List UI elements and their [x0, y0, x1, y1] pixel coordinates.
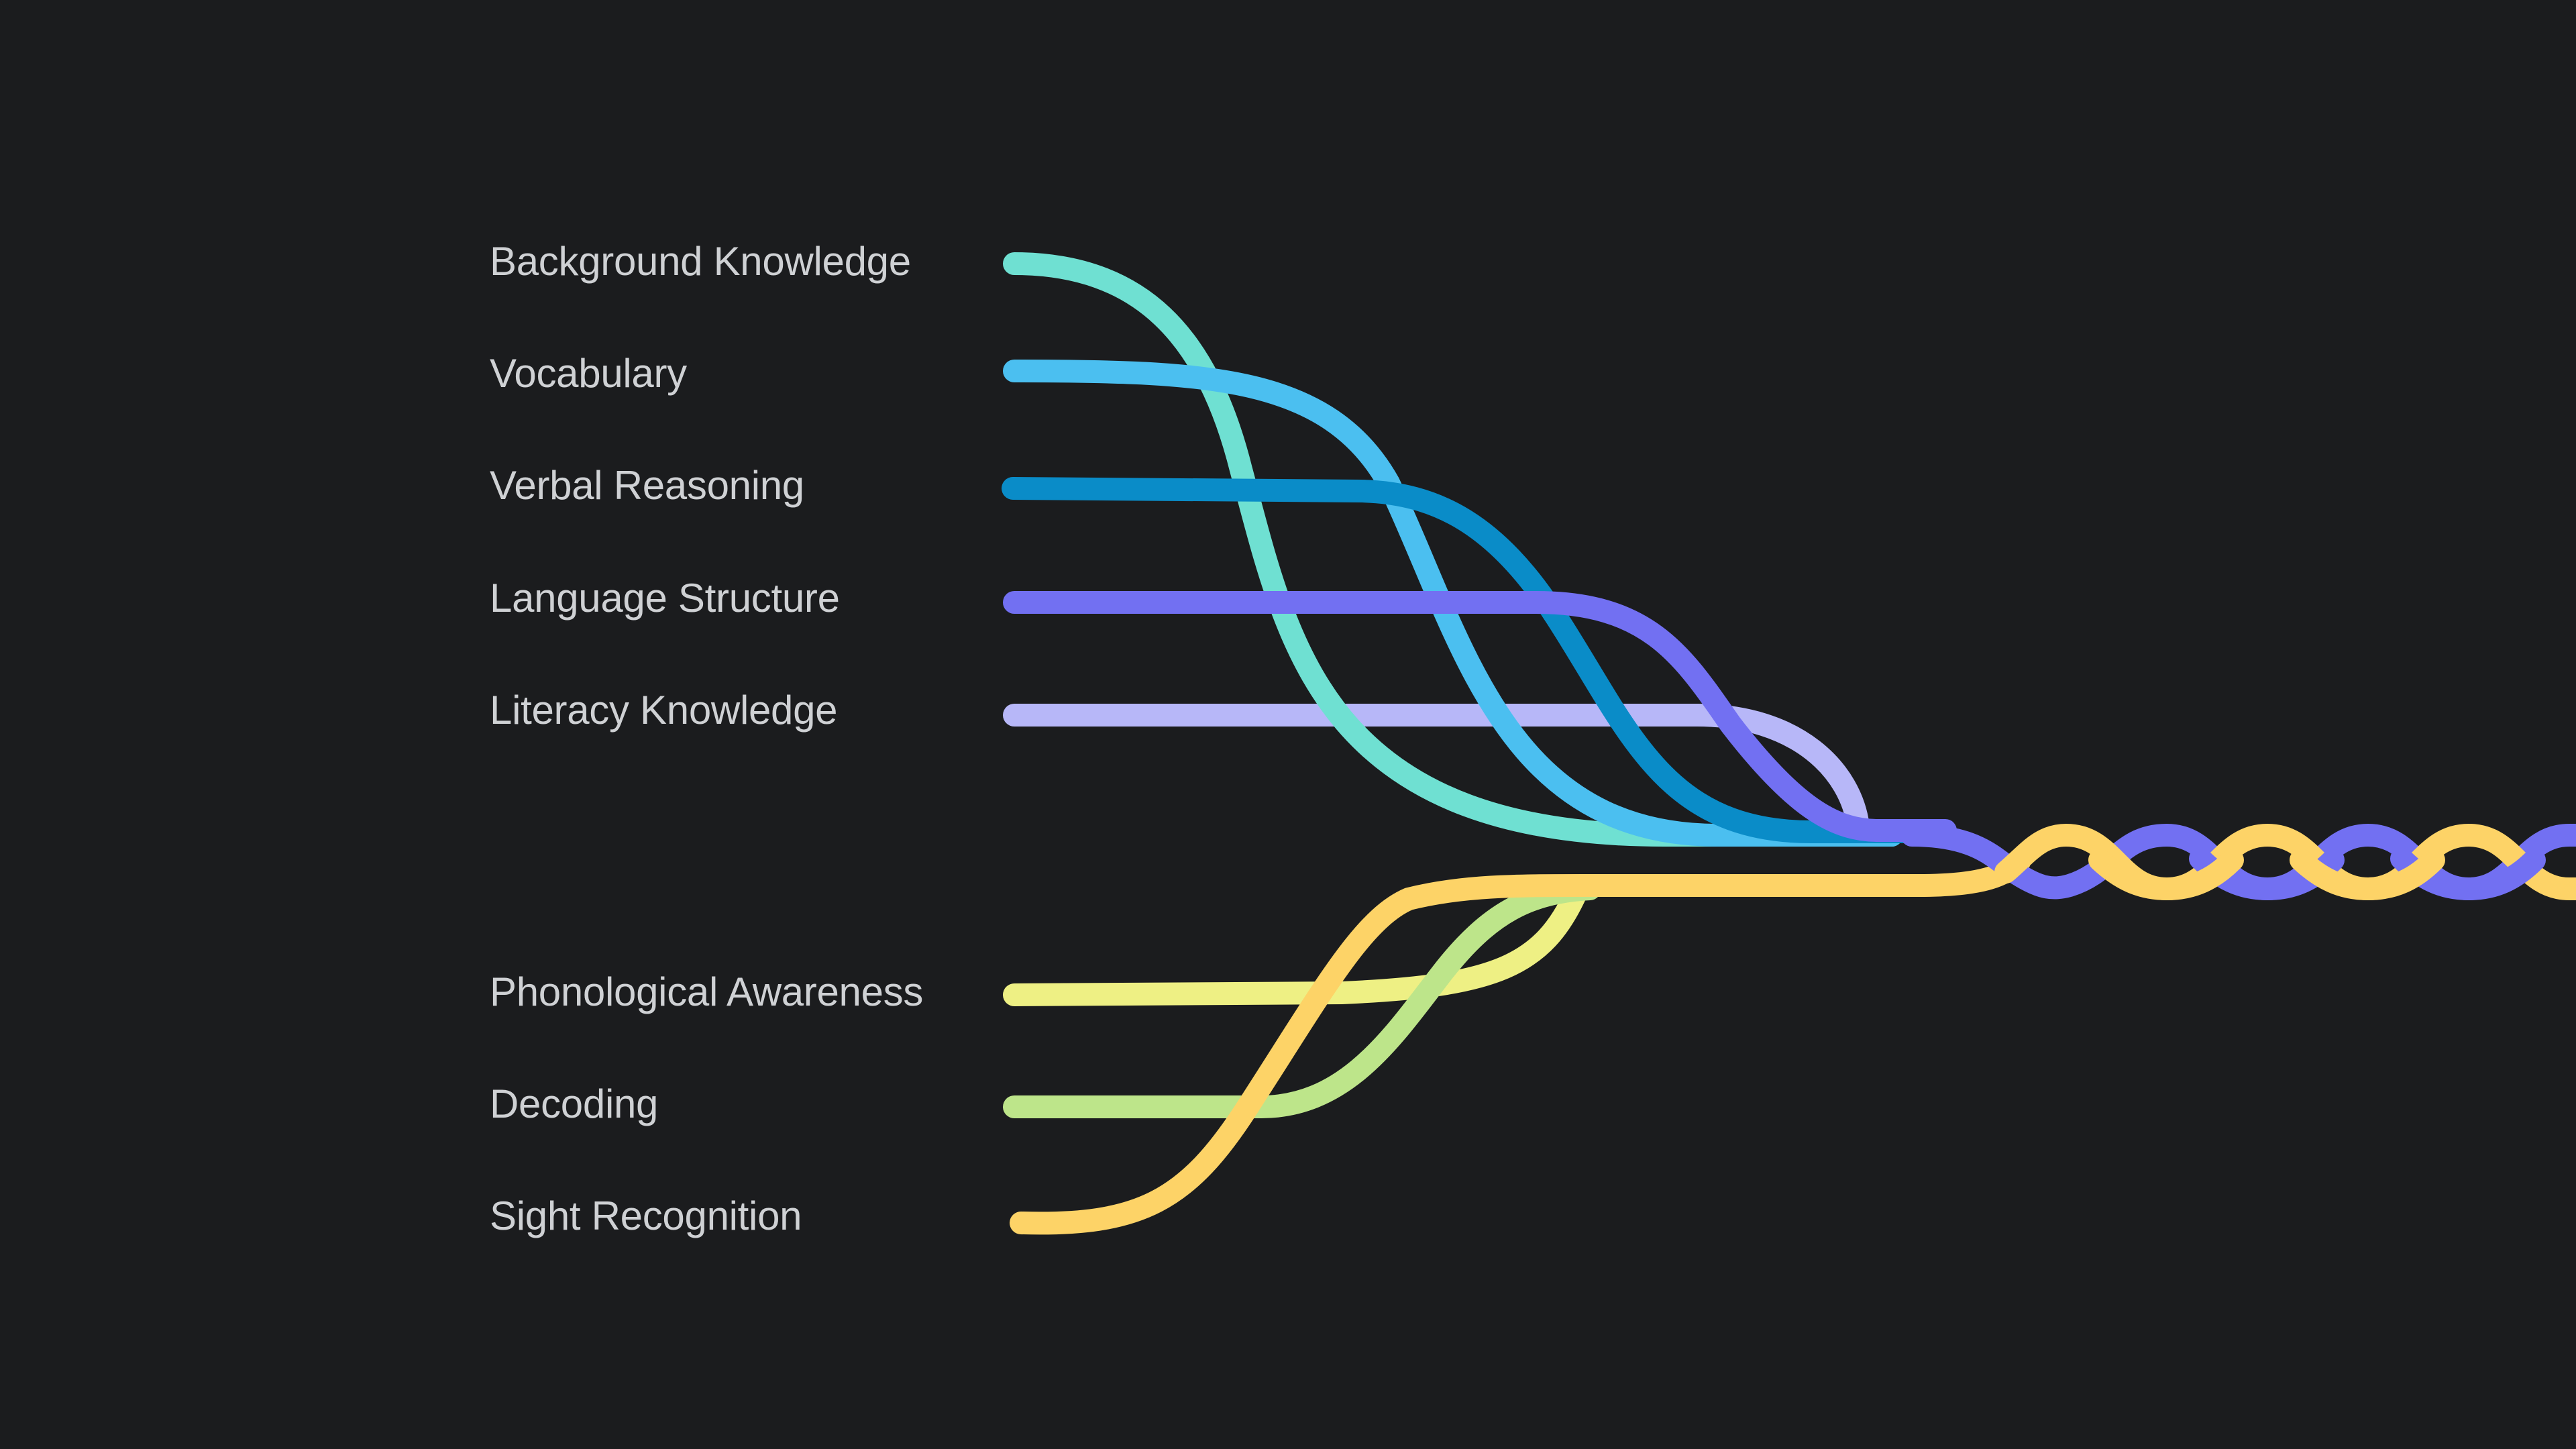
label-sight-recognition: Sight Recognition — [490, 1193, 802, 1238]
strand-phonological-awareness — [1003, 881, 1588, 1006]
braid-lower-strand — [1994, 823, 2576, 901]
label-language-structure: Language Structure — [490, 576, 840, 621]
label-phonological-awareness: Phonological Awareness — [490, 969, 924, 1014]
strand-language-structure — [1003, 591, 1957, 842]
label-vocabulary: Vocabulary — [490, 351, 687, 396]
strand-sight-recognition — [1010, 851, 2031, 1235]
label-verbal-reasoning: Verbal Reasoning — [490, 463, 804, 508]
strand-decoding — [1003, 877, 1601, 1118]
braid-lower-over-segments — [2088, 849, 2445, 901]
label-decoding: Decoding — [490, 1081, 659, 1126]
label-background-knowledge: Background Knowledge — [490, 239, 911, 284]
strand-background-knowledge — [1003, 252, 1903, 847]
label-literacy-knowledge: Literacy Knowledge — [490, 688, 838, 733]
strand-verbal-reasoning — [1002, 477, 1957, 843]
